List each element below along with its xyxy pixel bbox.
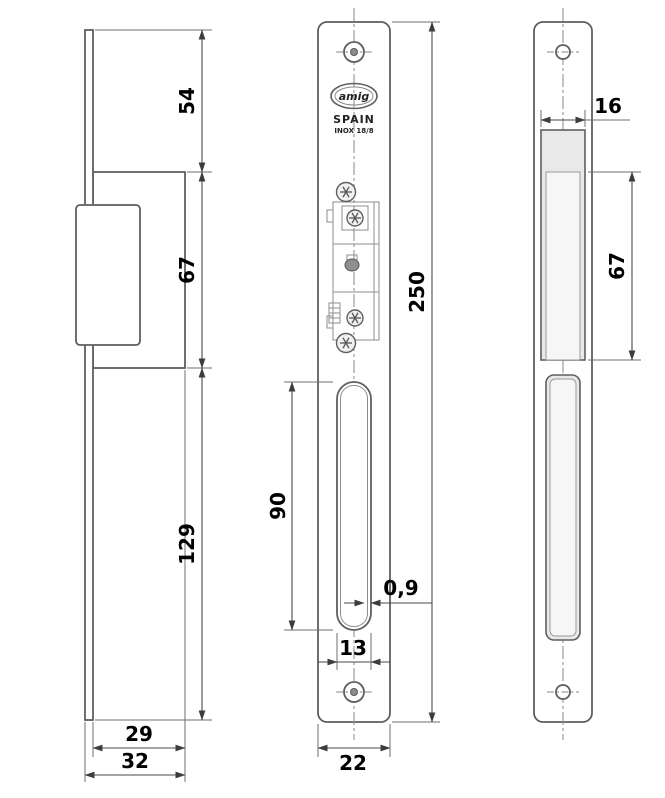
bottom-screw-hole xyxy=(336,681,372,703)
strike-cutout xyxy=(540,129,586,361)
vertical-slot xyxy=(545,374,581,641)
country-label: SPAIN xyxy=(333,113,375,126)
dim-side-depth-body: 29 xyxy=(92,722,186,752)
dim-label-54: 54 xyxy=(175,87,199,115)
dim-side-body: 67 xyxy=(175,171,206,369)
torx-screw-icon xyxy=(346,209,364,227)
dim-label-29: 29 xyxy=(125,722,153,746)
dim-back-cutout-height: 67 xyxy=(588,171,641,361)
vent-grid xyxy=(328,302,341,324)
dim-front-width: 22 xyxy=(317,724,391,775)
material-label: INOX 18/8 xyxy=(334,127,373,135)
dim-back-cutout-width: 16 xyxy=(540,94,630,127)
dim-label-32: 32 xyxy=(121,749,149,773)
torx-screw-icon xyxy=(335,181,357,203)
dim-side-top: 54 xyxy=(175,29,206,173)
dim-label-16: 16 xyxy=(594,94,622,118)
side-view: 54 67 129 29 32 xyxy=(75,29,212,782)
back-view: 16 67 xyxy=(533,8,641,740)
dim-side-depth-total: 32 xyxy=(84,749,186,779)
dim-side-bottom: 129 xyxy=(175,367,206,721)
dim-label-0-9: 0,9 xyxy=(383,576,418,600)
dim-front-slot-width: 13 xyxy=(318,633,390,670)
keeper-box xyxy=(75,204,141,346)
side-extension-lines xyxy=(84,29,212,782)
dim-label-67-side: 67 xyxy=(175,256,199,284)
top-screw-hole xyxy=(336,41,372,63)
top-screw-hole xyxy=(547,44,579,60)
vertical-slot xyxy=(336,381,372,631)
dim-label-129: 129 xyxy=(175,523,199,565)
dim-front-lip: 0,9 xyxy=(344,576,432,607)
strike-mechanism xyxy=(326,181,380,354)
dim-front-slot-height: 90 xyxy=(266,381,333,631)
faceplate-edge xyxy=(84,29,94,721)
dim-front-height: 250 xyxy=(392,21,440,723)
front-view: amig SPAIN INOX 18/8 xyxy=(266,8,440,775)
torx-screw-icon xyxy=(335,332,357,354)
bottom-screw-hole xyxy=(547,684,579,700)
dim-label-22: 22 xyxy=(339,751,367,775)
brand-logo-text: amig xyxy=(339,90,370,103)
dim-label-250: 250 xyxy=(405,271,429,313)
dim-label-67-back: 67 xyxy=(605,252,629,280)
torx-screw-icon xyxy=(346,309,364,327)
dim-label-13: 13 xyxy=(339,636,367,660)
brand-logo: amig xyxy=(330,82,378,110)
dim-label-90: 90 xyxy=(266,492,290,520)
latch-sensor xyxy=(344,258,360,272)
